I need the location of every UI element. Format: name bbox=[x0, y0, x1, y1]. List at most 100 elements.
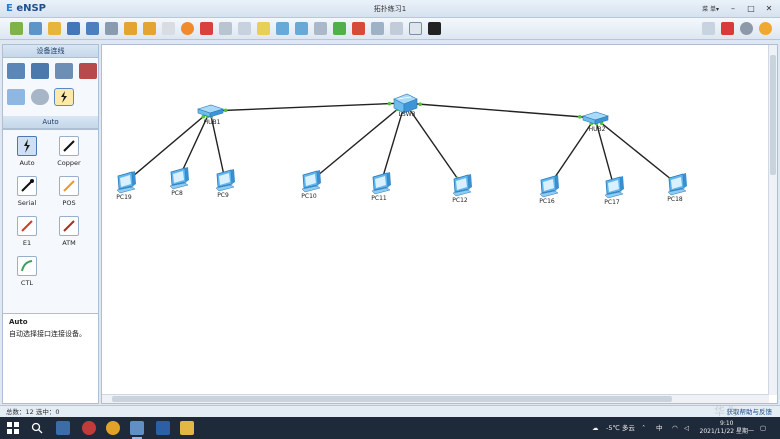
port-status-dot bbox=[387, 101, 392, 106]
terminal-category-icon[interactable] bbox=[7, 89, 25, 105]
horizontal-scroll-thumb[interactable] bbox=[112, 396, 672, 402]
close-icon[interactable]: ✕ bbox=[765, 3, 773, 13]
help-icon[interactable] bbox=[759, 22, 772, 35]
app-logo: E eNSP bbox=[6, 3, 47, 14]
horizontal-scrollbar[interactable] bbox=[102, 394, 769, 403]
chrome-icon[interactable] bbox=[106, 421, 120, 435]
router-category-icon[interactable] bbox=[7, 63, 25, 79]
grid-icon[interactable] bbox=[390, 22, 403, 35]
drag-icon[interactable] bbox=[181, 22, 194, 35]
weather-text[interactable]: -5℃ 多云 bbox=[606, 424, 635, 432]
app-red-icon[interactable] bbox=[82, 421, 96, 435]
cable-category-icon[interactable] bbox=[54, 88, 74, 106]
comment-icon[interactable] bbox=[702, 22, 715, 35]
stop-icon[interactable] bbox=[352, 22, 365, 35]
minimize-icon[interactable]: – bbox=[731, 3, 735, 13]
pc-pc17[interactable] bbox=[604, 176, 624, 199]
device-label-pc9: PC9 bbox=[217, 192, 229, 199]
device-label-pc19: PC19 bbox=[116, 194, 132, 201]
windows-start-icon[interactable] bbox=[6, 421, 20, 435]
pointer-icon[interactable] bbox=[162, 22, 175, 35]
open-icon[interactable] bbox=[48, 22, 61, 35]
link-hub1-lsw3[interactable] bbox=[209, 102, 406, 112]
switch-lsw3[interactable] bbox=[393, 93, 418, 114]
description-text: 自动选择接口连接设备。 bbox=[9, 330, 86, 338]
firewall-category-icon[interactable] bbox=[79, 63, 97, 79]
wlan-category-icon[interactable] bbox=[55, 63, 73, 79]
restore-icon[interactable] bbox=[314, 22, 327, 35]
cable-atm[interactable]: ATM bbox=[49, 216, 89, 247]
link-hub1-pc8[interactable] bbox=[178, 110, 211, 179]
link-hub1-pc19[interactable] bbox=[125, 110, 211, 183]
cable-ctl[interactable]: CTL bbox=[7, 256, 47, 287]
cable-pos[interactable]: POS bbox=[49, 176, 89, 207]
vertical-scrollbar[interactable] bbox=[768, 45, 777, 395]
pc-pc10[interactable] bbox=[301, 170, 321, 193]
start-icon[interactable] bbox=[333, 22, 346, 35]
notification-icon[interactable]: ▢ bbox=[760, 424, 767, 432]
new-topology-icon[interactable] bbox=[10, 22, 23, 35]
capture-icon[interactable] bbox=[371, 22, 384, 35]
menu-button[interactable]: 菜 单▾ bbox=[702, 5, 719, 13]
cable-e1[interactable]: E1 bbox=[7, 216, 47, 247]
zoom-out-icon[interactable] bbox=[295, 22, 308, 35]
undo-icon[interactable] bbox=[124, 22, 137, 35]
port-status-dot bbox=[578, 115, 582, 119]
link-hub2-pc16[interactable] bbox=[548, 117, 596, 187]
switch-category-icon[interactable] bbox=[31, 63, 49, 79]
link-lsw3-pc11[interactable] bbox=[380, 102, 406, 184]
pc-pc16[interactable] bbox=[539, 175, 559, 198]
cable-auto[interactable]: Auto bbox=[7, 136, 47, 167]
network-app-icon[interactable] bbox=[56, 421, 70, 435]
search-icon[interactable] bbox=[30, 421, 44, 435]
print-icon[interactable] bbox=[105, 22, 118, 35]
tray-chevron-icon[interactable]: ˄ bbox=[642, 424, 646, 432]
link-hub2-pc17[interactable] bbox=[594, 117, 615, 188]
ime-indicator[interactable]: 中 bbox=[656, 424, 663, 432]
new-blank-icon[interactable] bbox=[29, 22, 42, 35]
zoom-in-icon[interactable] bbox=[276, 22, 289, 35]
pc-pc19[interactable] bbox=[116, 171, 136, 194]
device-label-pc17: PC17 bbox=[604, 199, 620, 206]
help-feedback-link[interactable]: 获取帮助与反馈 bbox=[726, 408, 773, 416]
link-lsw3-pc10[interactable] bbox=[310, 102, 406, 182]
delete-icon[interactable] bbox=[200, 22, 213, 35]
pc-pc9[interactable] bbox=[215, 169, 235, 192]
cloud-category-icon[interactable] bbox=[31, 89, 49, 105]
cli-icon[interactable] bbox=[428, 22, 441, 35]
vertical-scroll-thumb[interactable] bbox=[770, 55, 776, 175]
toolbar bbox=[0, 18, 780, 40]
pc-pc12[interactable] bbox=[452, 174, 472, 197]
maximize-icon[interactable]: □ bbox=[747, 3, 755, 13]
pc-pc11[interactable] bbox=[371, 172, 391, 195]
wifi-icon[interactable]: ◠ bbox=[672, 424, 678, 432]
weather-icon[interactable]: ☁ bbox=[592, 424, 599, 432]
volume-icon[interactable]: ◁ bbox=[684, 424, 689, 432]
topology-icon[interactable] bbox=[409, 22, 422, 35]
text-icon[interactable] bbox=[238, 22, 251, 35]
device-label-hub1: HUB1 bbox=[203, 119, 221, 126]
palette-icon[interactable] bbox=[257, 22, 270, 35]
link-hub1-pc9[interactable] bbox=[209, 110, 226, 181]
pc-pc18[interactable] bbox=[667, 173, 687, 196]
hub-hub1[interactable] bbox=[197, 104, 224, 118]
save-icon[interactable] bbox=[67, 22, 80, 35]
link-lsw3-pc12[interactable] bbox=[404, 102, 463, 186]
link-hub2-pc18[interactable] bbox=[594, 117, 678, 185]
link-lsw3-hub2[interactable] bbox=[404, 102, 596, 119]
redo-icon[interactable] bbox=[143, 22, 156, 35]
clock[interactable]: 9:10 2021/11/22 星期一 bbox=[700, 420, 755, 436]
gear-icon[interactable] bbox=[740, 22, 753, 35]
hub-hub2[interactable] bbox=[582, 111, 609, 125]
pc-pc8[interactable] bbox=[169, 167, 189, 190]
categories-header: 设备连线 bbox=[3, 45, 98, 58]
delete-all-icon[interactable] bbox=[219, 22, 232, 35]
cable-serial[interactable]: Serial bbox=[7, 176, 47, 207]
word-icon[interactable] bbox=[156, 421, 170, 435]
huawei-icon[interactable] bbox=[721, 22, 734, 35]
ensp-taskbar-icon[interactable] bbox=[130, 421, 144, 439]
cable-copper[interactable]: Copper bbox=[49, 136, 89, 167]
save-as-icon[interactable] bbox=[86, 22, 99, 35]
folder-icon[interactable] bbox=[180, 421, 194, 435]
